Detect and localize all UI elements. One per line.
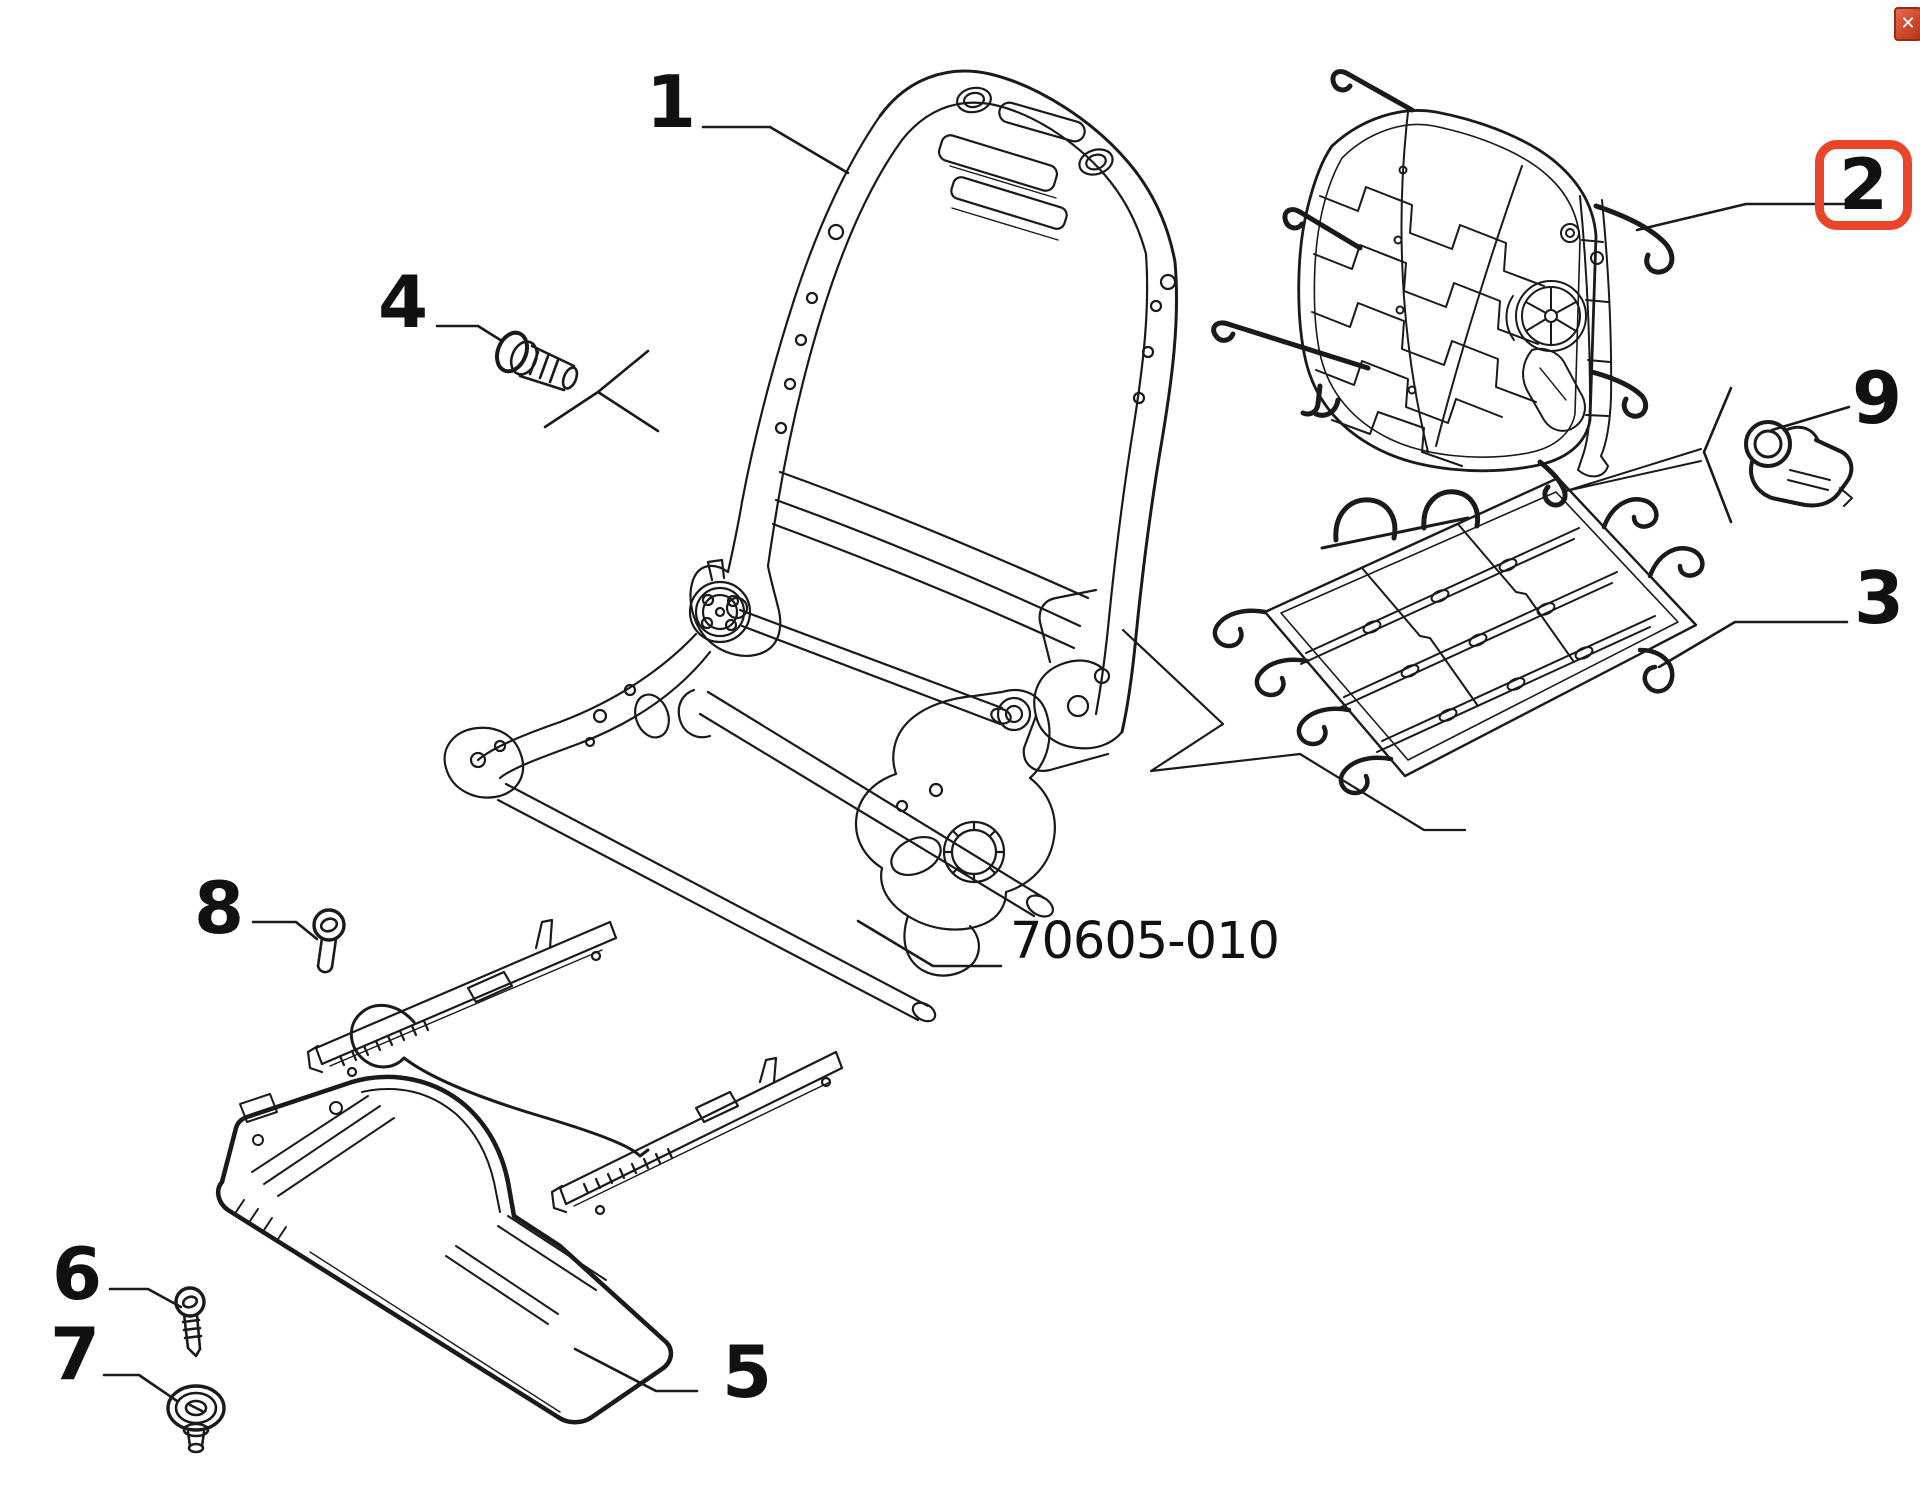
leader-callout-5 [573, 1347, 699, 1393]
leader-callout-4 [435, 324, 504, 343]
seat-slide-rails [306, 918, 844, 1216]
leader-callout-9 [1770, 405, 1851, 432]
broken-image-icon-glyph: ✕ [1900, 13, 1916, 34]
leader-lines [102, 125, 1851, 1403]
adjuster-handle-bar [349, 1003, 650, 1158]
callout-1[interactable]: 1 [646, 60, 697, 144]
screw-part-8 [312, 908, 346, 974]
leader-callout-4-bracket [596, 349, 660, 433]
callout-8[interactable]: 8 [194, 866, 245, 950]
seat-back-frame [689, 69, 1179, 772]
callout-2-highlight-box[interactable]: 2 [1815, 140, 1912, 230]
callout-9[interactable]: 9 [1852, 356, 1903, 440]
callout-2[interactable]: 2 [1839, 144, 1888, 226]
callout-4[interactable]: 4 [378, 260, 429, 344]
callout-6[interactable]: 6 [52, 1232, 103, 1316]
bolt-part-4 [495, 330, 579, 392]
seat-spring-mat [1212, 476, 1705, 796]
leader-callout-6 [108, 1287, 183, 1309]
leader-callout-8 [251, 920, 319, 941]
floor-base-bracket [215, 1074, 674, 1425]
leader-callout-7 [102, 1373, 179, 1403]
backrest-spring-mat [1211, 69, 1675, 508]
callout-3[interactable]: 3 [1854, 556, 1905, 640]
part-number-label: 70605-010 [1010, 912, 1280, 971]
leader-callout-4-tail [543, 390, 600, 429]
blower-fan-icon [1505, 280, 1587, 352]
lumbar-guide-rail [1560, 195, 1613, 478]
cable-clamp-part-9 [1744, 420, 1854, 508]
callout-7[interactable]: 7 [50, 1312, 101, 1396]
leader-callout-9-tail-b [1565, 460, 1702, 492]
seat-cushion-frame [443, 558, 1056, 1023]
leader-callout-9-tail-a [1565, 448, 1702, 492]
leader-callout-3 [1657, 620, 1849, 669]
callout-5[interactable]: 5 [722, 1330, 773, 1414]
leader-spring-mat-assembly [1121, 628, 1467, 832]
screw-part-6 [174, 1286, 206, 1358]
leader-part-number [856, 919, 1003, 968]
leader-callout-9-bracket [1702, 386, 1733, 524]
leader-callout-1 [701, 125, 850, 175]
pushpin-fastener-part-7 [166, 1384, 226, 1454]
broken-image-icon: ✕ [1894, 7, 1920, 41]
leader-callout-2 [1635, 202, 1851, 232]
